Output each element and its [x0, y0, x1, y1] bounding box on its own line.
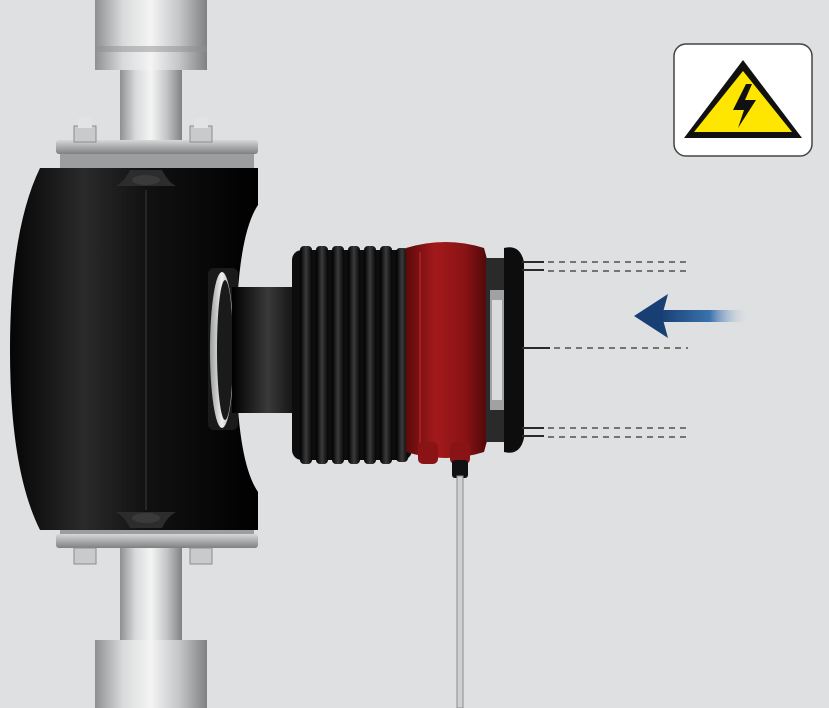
assembly-direction-arrow-icon: [634, 294, 750, 338]
top-flange: [56, 118, 258, 170]
pump-housing: [10, 168, 258, 530]
motor-cooling-fins: [292, 246, 412, 464]
alignment-dashed-lines: [548, 261, 688, 438]
bottom-pipe: [95, 548, 207, 708]
high-voltage-warning-icon: [673, 43, 813, 157]
power-cable: [456, 475, 464, 708]
cover-screws: [522, 261, 550, 437]
cable-glands: [418, 442, 470, 478]
coupling-ring: [208, 268, 238, 430]
electronics-module: [486, 247, 524, 453]
top-pipe: [95, 0, 207, 140]
motor-head-red: [406, 242, 490, 458]
